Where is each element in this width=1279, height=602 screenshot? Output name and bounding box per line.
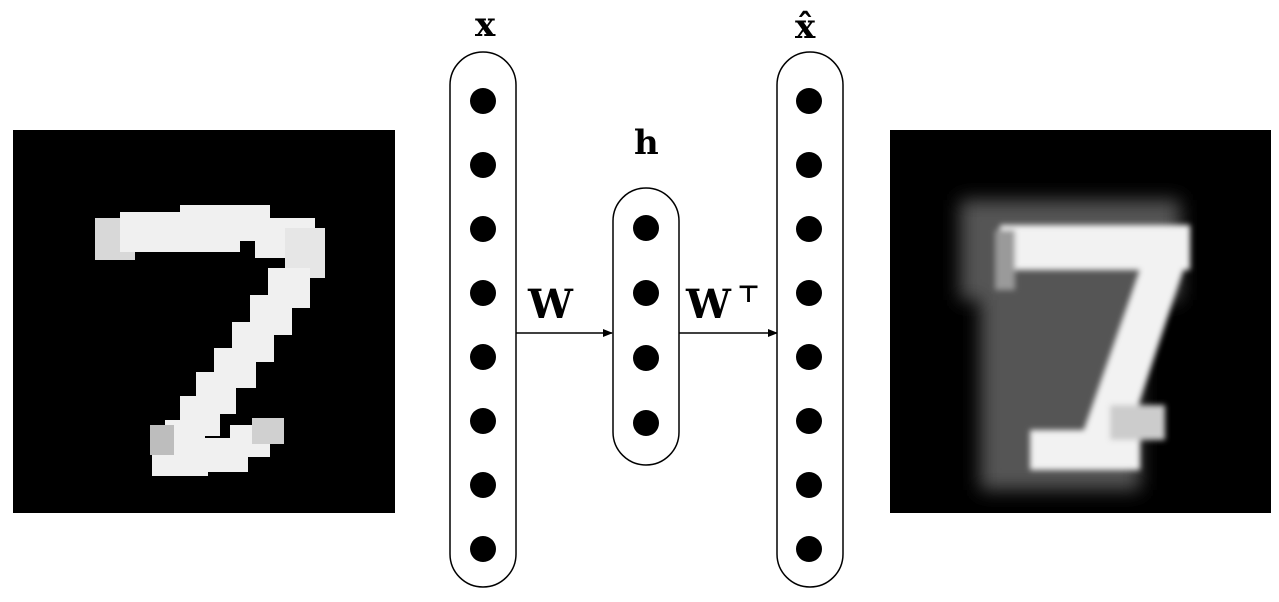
input-node bbox=[470, 536, 496, 562]
hidden-nodes bbox=[633, 215, 659, 436]
hidden-layer-label: h bbox=[634, 123, 659, 163]
input-layer-capsule bbox=[449, 51, 517, 588]
reconstruction-digit-image bbox=[890, 130, 1271, 513]
output-node bbox=[796, 472, 822, 498]
output-layer: x̂ bbox=[776, 7, 844, 588]
input-nodes bbox=[470, 88, 496, 562]
output-layer-capsule bbox=[776, 51, 844, 588]
output-layer-label: x̂ bbox=[795, 7, 816, 47]
output-node bbox=[796, 344, 822, 370]
encoder-arrow: W bbox=[515, 281, 613, 337]
hidden-layer-capsule bbox=[612, 187, 680, 466]
output-node bbox=[796, 88, 822, 114]
input-node bbox=[470, 472, 496, 498]
input-digit-image bbox=[13, 130, 395, 513]
input-node bbox=[470, 88, 496, 114]
hidden-node bbox=[633, 280, 659, 306]
input-node bbox=[470, 216, 496, 242]
hidden-layer: h bbox=[612, 123, 680, 466]
output-node bbox=[796, 152, 822, 178]
hidden-node bbox=[633, 410, 659, 436]
decoder-weight-label: W bbox=[685, 281, 732, 328]
input-node bbox=[470, 344, 496, 370]
input-layer-label: x bbox=[475, 5, 496, 45]
input-layer: x bbox=[449, 5, 517, 588]
decoder-arrow: W ⊤ bbox=[678, 279, 778, 337]
input-node bbox=[470, 152, 496, 178]
output-node bbox=[796, 536, 822, 562]
output-node bbox=[796, 216, 822, 242]
hidden-node bbox=[633, 345, 659, 371]
output-nodes bbox=[796, 88, 822, 562]
output-node bbox=[796, 280, 822, 306]
hidden-node bbox=[633, 215, 659, 241]
transpose-superscript: ⊤ bbox=[737, 279, 760, 308]
output-node bbox=[796, 408, 822, 434]
encoder-weight-label: W bbox=[527, 281, 574, 328]
input-node bbox=[470, 408, 496, 434]
input-node bbox=[470, 280, 496, 306]
